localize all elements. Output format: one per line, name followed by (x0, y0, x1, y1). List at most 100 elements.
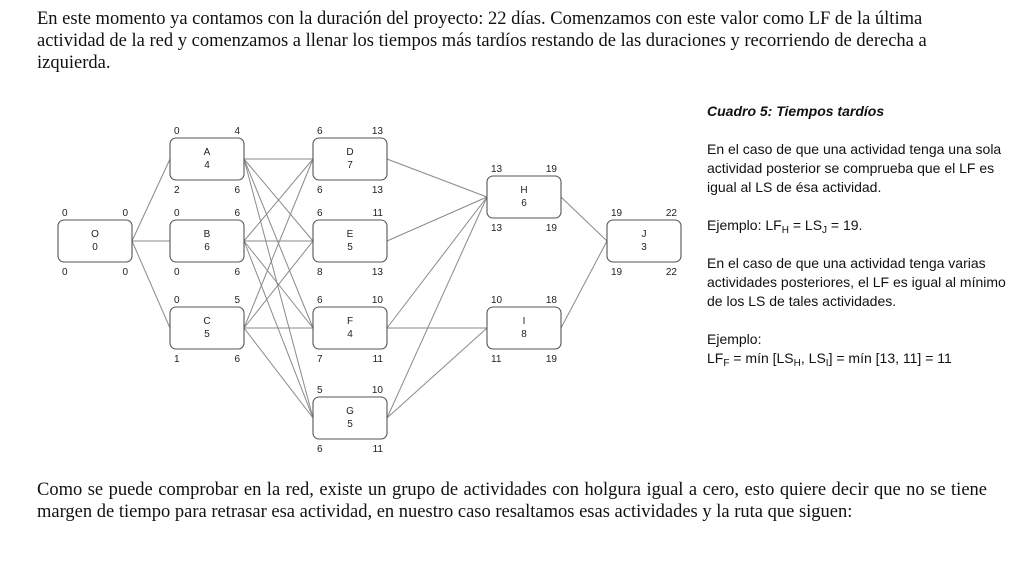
node-e-label: E (347, 229, 354, 240)
node-a-ef: 4 (234, 126, 240, 137)
edge-b-g (243, 240, 314, 419)
rule-multiple-successors: En el caso de que una actividad tenga va… (707, 255, 1006, 309)
node-c (169, 306, 245, 350)
intro-paragraph: En este momento ya contamos con la durac… (37, 9, 927, 73)
edge-o-a (131, 158, 171, 242)
node-j (606, 219, 682, 263)
node-a-es: 0 (174, 126, 180, 137)
node-box-b (169, 219, 245, 263)
node-d-ls: 6 (317, 185, 323, 196)
edge-e-h (386, 196, 488, 242)
node-c-ef: 5 (234, 295, 240, 306)
node-b-label: B (204, 229, 211, 240)
node-box-c (169, 306, 245, 350)
node-j-label: J (642, 229, 647, 240)
node-g-lf: 11 (373, 444, 384, 455)
node-o-ef: 0 (122, 208, 128, 219)
example-2-label: Ejemplo: (707, 331, 762, 347)
example-2-mid: = mín [LS (729, 350, 794, 366)
example-2-tail: ] = mín [13, 11] = 11 (828, 350, 952, 366)
node-i (486, 306, 562, 350)
node-h (486, 175, 562, 219)
node-a-duration: 4 (204, 160, 210, 171)
node-i-ef: 18 (546, 295, 558, 306)
node-d (312, 137, 388, 181)
node-g-ef: 10 (372, 385, 384, 396)
node-b-duration: 6 (204, 242, 210, 253)
node-f-label: F (347, 316, 353, 327)
node-j-ls: 19 (611, 267, 623, 278)
node-e (312, 219, 388, 263)
node-j-lf: 22 (666, 267, 678, 278)
node-box-f (312, 306, 388, 350)
node-h-ls: 13 (491, 223, 503, 234)
example-1-tail: = 19. (827, 217, 863, 233)
node-b (169, 219, 245, 263)
example-1-lhs: LF (765, 217, 782, 233)
edge-h-j (560, 196, 608, 242)
node-j-es: 19 (611, 208, 623, 219)
node-c-ls: 1 (174, 354, 180, 365)
node-i-es: 10 (491, 295, 503, 306)
example-2-lhs-sub: F (723, 358, 730, 369)
example-1-lhs-sub: H (781, 225, 789, 236)
edge-c-e (243, 240, 314, 329)
node-h-label: H (520, 185, 527, 196)
example-1-rhs: LS (804, 217, 823, 233)
node-b-es: 0 (174, 208, 180, 219)
node-d-duration: 7 (347, 160, 353, 171)
node-h-ef: 19 (546, 164, 558, 175)
node-box-g (312, 396, 388, 440)
node-a-lf: 6 (234, 185, 240, 196)
node-f-ef: 10 (372, 295, 384, 306)
node-i-lf: 19 (546, 354, 558, 365)
edge-c-g (243, 327, 314, 419)
node-a (169, 137, 245, 181)
node-c-duration: 5 (204, 329, 210, 340)
example-1-rhs-sub: J (822, 225, 828, 236)
node-e-ef: 11 (373, 208, 384, 219)
node-g (312, 396, 388, 440)
node-b-ef: 6 (234, 208, 240, 219)
node-i-ls: 11 (491, 354, 502, 365)
node-f-duration: 4 (347, 329, 353, 340)
edge-d-h (386, 158, 488, 198)
example-1-eq: = (788, 217, 805, 233)
node-e-ls: 8 (317, 267, 323, 278)
node-f-ls: 7 (317, 354, 323, 365)
node-a-label: A (204, 147, 211, 158)
node-d-lf: 13 (372, 185, 384, 196)
node-c-es: 0 (174, 295, 180, 306)
node-box-e (312, 219, 388, 263)
node-h-lf: 19 (546, 223, 558, 234)
node-o-duration: 0 (92, 242, 98, 253)
node-b-lf: 6 (234, 267, 240, 278)
example-1: Ejemplo: LFH = LSJ = 19. (707, 216, 1007, 236)
example-2: Ejemplo:LFF = mín [LSH, LSI] = mín [13, … (707, 330, 1007, 369)
node-g-ls: 6 (317, 444, 323, 455)
node-e-es: 6 (317, 208, 323, 219)
node-d-ef: 13 (372, 126, 384, 137)
node-b-ls: 0 (174, 267, 180, 278)
sidebar-box: Cuadro 5: Tiempos tardíos En el caso de … (707, 102, 1007, 387)
node-box-h (486, 175, 562, 219)
node-box-o (57, 219, 133, 263)
node-f-lf: 11 (373, 354, 384, 365)
edge-g-i (386, 327, 488, 419)
node-box-a (169, 137, 245, 181)
example-2-sub-h: H (793, 358, 801, 369)
example-2-sub-i: I (825, 358, 829, 369)
node-g-es: 5 (317, 385, 323, 396)
example-2-lhs: LF (707, 350, 724, 366)
node-e-duration: 5 (347, 242, 353, 253)
node-d-es: 6 (317, 126, 323, 137)
edge-b-d (243, 158, 314, 242)
edge-i-j (560, 240, 608, 329)
node-f (312, 306, 388, 350)
node-h-duration: 6 (521, 198, 527, 209)
sidebar-title: Cuadro 5: Tiempos tardíos (707, 103, 885, 119)
node-i-duration: 8 (521, 329, 527, 340)
node-box-d (312, 137, 388, 181)
node-box-j (606, 219, 682, 263)
